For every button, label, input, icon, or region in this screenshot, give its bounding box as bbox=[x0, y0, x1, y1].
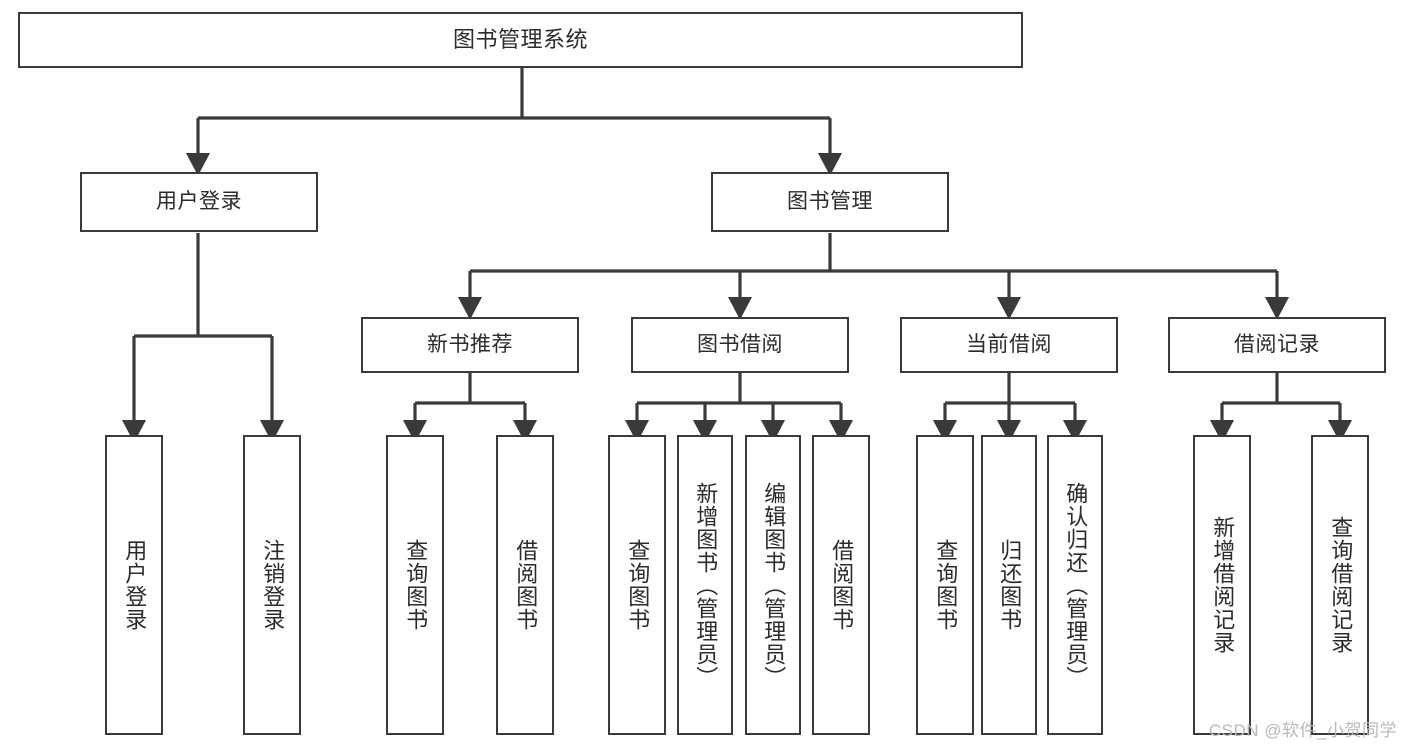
node-label: 用户登录 bbox=[122, 539, 148, 631]
node-leaf-return-book[interactable]: 归还图书 bbox=[981, 435, 1037, 735]
node-label: 确认归还（管理员） bbox=[1063, 481, 1089, 689]
node-label: 查询图书 bbox=[933, 539, 959, 631]
node-leaf-edit-book[interactable]: 编辑图书（管理员） bbox=[745, 435, 801, 735]
node-leaf-confirm-return[interactable]: 确认归还（管理员） bbox=[1047, 435, 1103, 735]
node-leaf-query-record[interactable]: 查询借阅记录 bbox=[1311, 435, 1369, 735]
node-user-login[interactable]: 用户登录 bbox=[80, 172, 318, 232]
node-label: 查询借阅记录 bbox=[1328, 516, 1354, 654]
node-label: 归还图书 bbox=[997, 539, 1023, 631]
node-leaf-add-book[interactable]: 新增图书（管理员） bbox=[677, 435, 733, 735]
node-leaf-query-book-2[interactable]: 查询图书 bbox=[608, 435, 666, 735]
node-label: 新增图书（管理员） bbox=[693, 481, 719, 689]
node-leaf-user-login[interactable]: 用户登录 bbox=[105, 435, 163, 735]
node-label: 借阅记录 bbox=[1234, 332, 1320, 356]
node-new-book-recommend[interactable]: 新书推荐 bbox=[361, 317, 579, 373]
node-leaf-add-record[interactable]: 新增借阅记录 bbox=[1193, 435, 1251, 735]
node-root-system[interactable]: 图书管理系统 bbox=[18, 12, 1023, 68]
node-label: 用户登录 bbox=[156, 189, 242, 213]
node-label: 查询图书 bbox=[625, 539, 651, 631]
node-book-management[interactable]: 图书管理 bbox=[711, 172, 949, 232]
node-leaf-query-book-1[interactable]: 查询图书 bbox=[386, 435, 444, 735]
node-label: 编辑图书（管理员） bbox=[761, 481, 787, 689]
watermark-text: CSDN @软件_小贺同学 bbox=[1208, 721, 1397, 740]
node-label: 新书推荐 bbox=[427, 332, 513, 356]
node-label: 借阅图书 bbox=[513, 539, 539, 631]
node-label: 注销登录 bbox=[260, 539, 286, 631]
node-label: 新增借阅记录 bbox=[1210, 516, 1236, 654]
node-label: 图书借阅 bbox=[697, 332, 783, 356]
node-label: 图书管理系统 bbox=[452, 27, 588, 53]
node-leaf-query-book-3[interactable]: 查询图书 bbox=[916, 435, 974, 735]
node-leaf-logout-login[interactable]: 注销登录 bbox=[243, 435, 301, 735]
node-label: 当前借阅 bbox=[966, 332, 1052, 356]
node-current-borrow[interactable]: 当前借阅 bbox=[900, 317, 1118, 373]
node-book-borrow[interactable]: 图书借阅 bbox=[631, 317, 849, 373]
node-leaf-borrow-book-1[interactable]: 借阅图书 bbox=[496, 435, 554, 735]
node-label: 图书管理 bbox=[787, 189, 873, 213]
node-label: 借阅图书 bbox=[829, 539, 855, 631]
node-leaf-borrow-book-2[interactable]: 借阅图书 bbox=[812, 435, 870, 735]
node-label: 查询图书 bbox=[403, 539, 429, 631]
node-borrow-record[interactable]: 借阅记录 bbox=[1168, 317, 1386, 373]
